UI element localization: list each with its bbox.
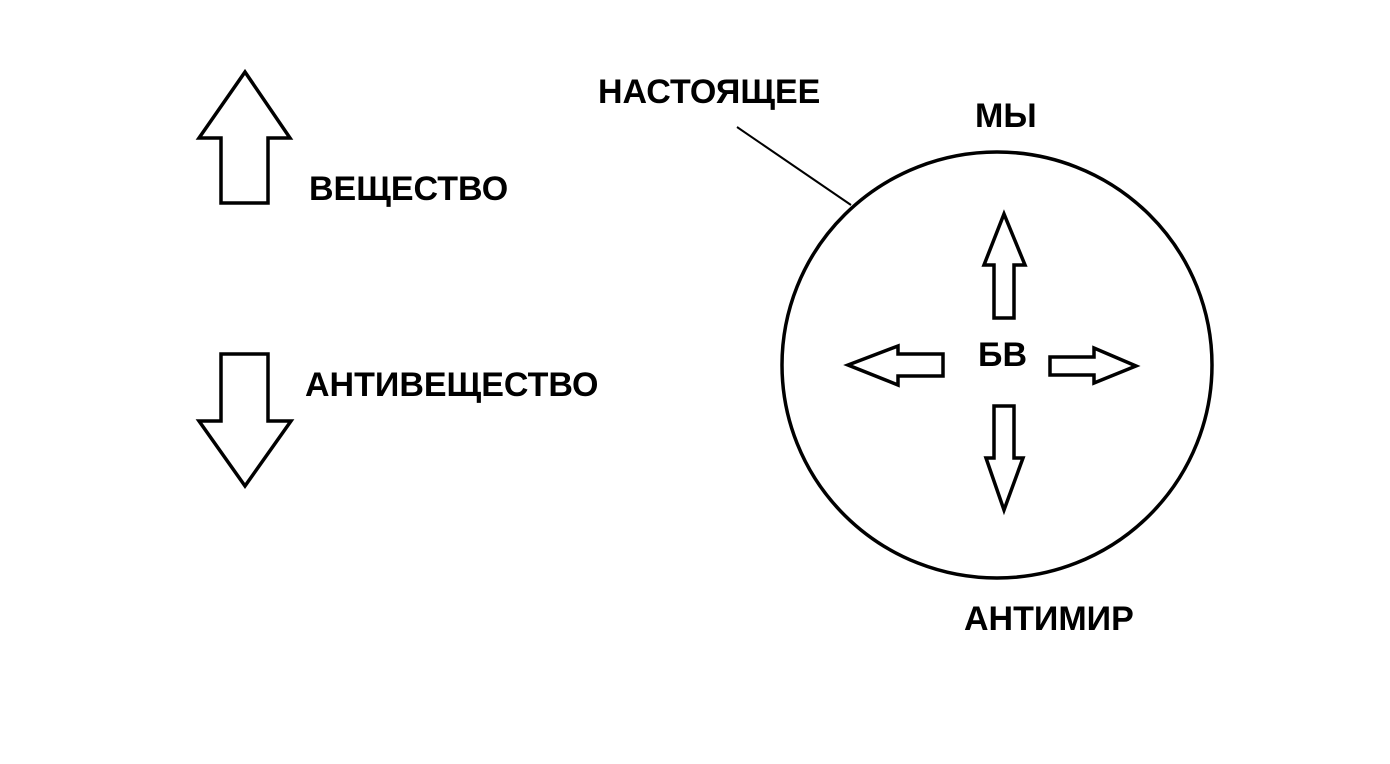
bottom-label: АНТИМИР [964,600,1134,638]
arrow-right-icon [1048,345,1141,386]
top-label: МЫ [975,97,1037,135]
center-label: БВ [978,336,1027,374]
arrow-down-icon [195,352,295,490]
arrow-left-icon [843,343,945,388]
matter-label: ВЕЩЕСТВО [309,170,508,208]
present-pointer-line [736,126,852,206]
arrow-up-icon [195,68,294,205]
present-label: НАСТОЯЩЕЕ [598,73,820,111]
arrow-down-icon [983,404,1026,516]
universe-circle [780,150,1214,580]
arrow-up-icon [981,209,1028,320]
antimatter-label: АНТИВЕЩЕСТВО [305,366,599,404]
